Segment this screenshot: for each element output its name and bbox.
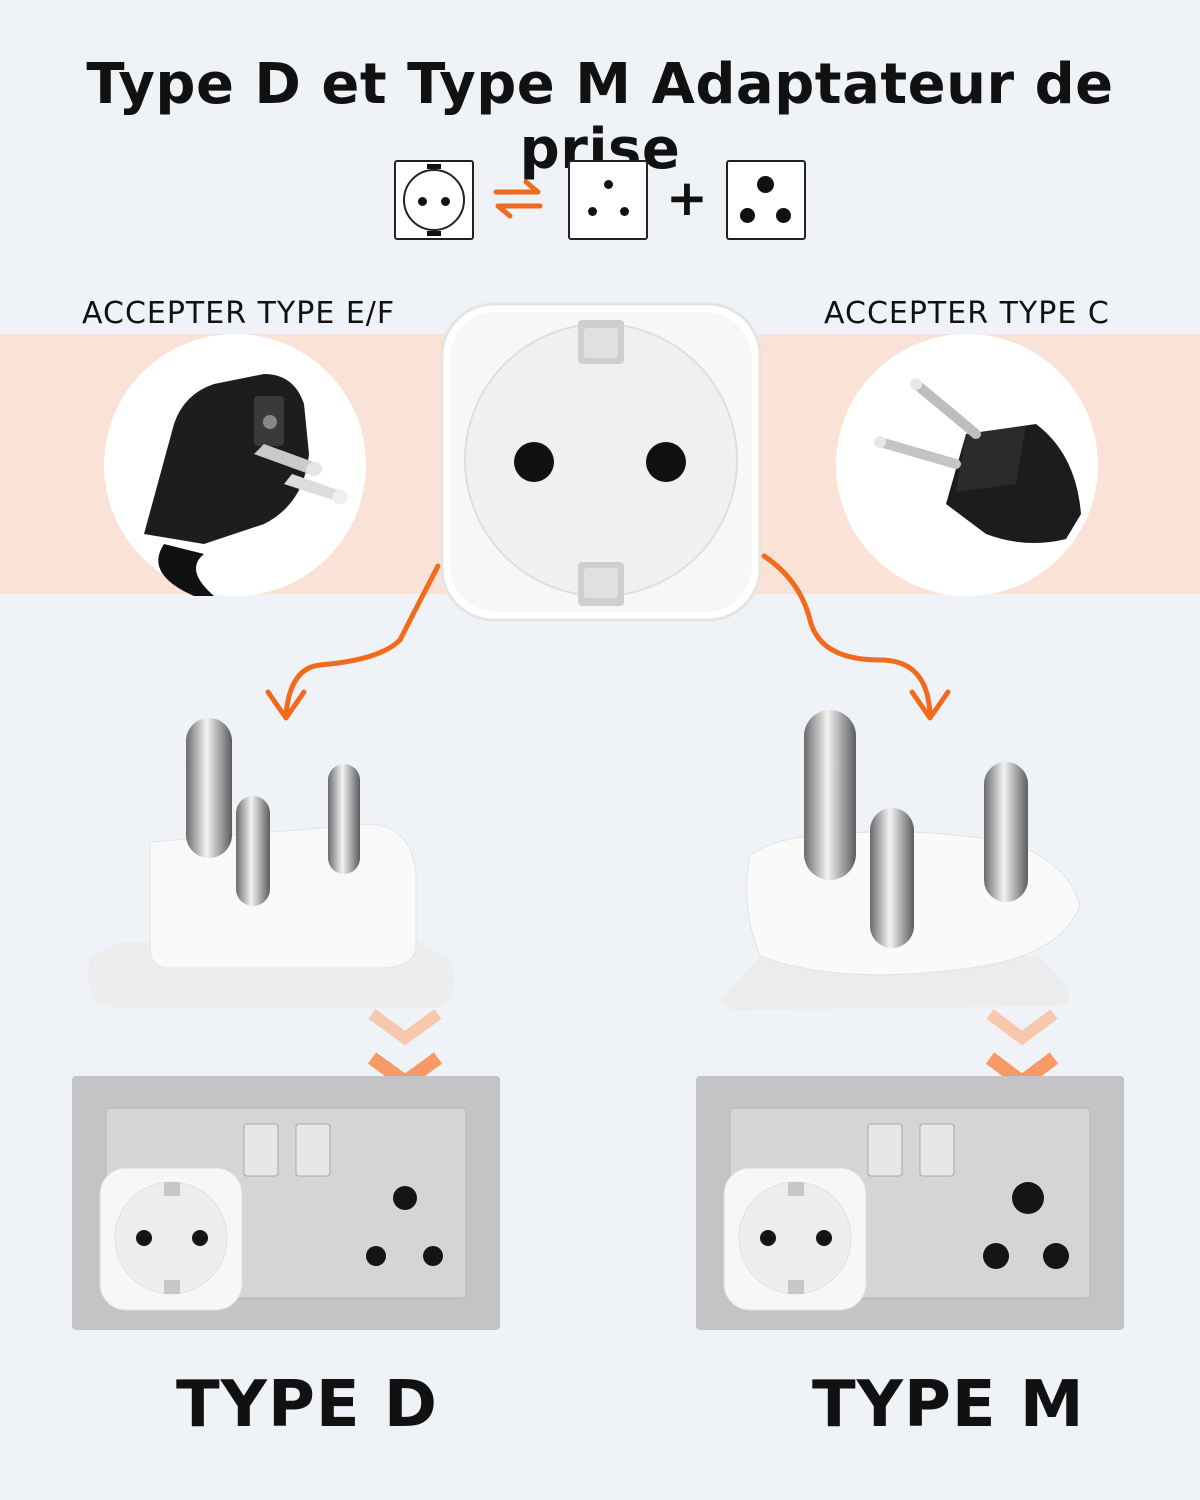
type-d-plug-icon xyxy=(88,718,454,1008)
type-m-socket-icon xyxy=(726,160,806,240)
europlug-image xyxy=(836,334,1098,596)
schuko-plug-image xyxy=(104,334,366,596)
page-title: Type D et Type M Adaptateur de prise xyxy=(86,52,1114,182)
compatibility-row: + xyxy=(0,160,1200,244)
type-d-socket-icon xyxy=(568,160,648,240)
accept-type-ef-label: ACCEPTER TYPE E/F xyxy=(82,296,396,331)
swap-arrows-icon xyxy=(493,179,543,219)
type-m-label: TYPE M xyxy=(812,1368,1085,1442)
type-m-plug-icon xyxy=(721,710,1080,1011)
schuko-plug-icon xyxy=(144,374,348,596)
type-d-label: TYPE D xyxy=(176,1368,439,1442)
type-m-wall-socket xyxy=(696,1076,1124,1330)
adapter-socket-face xyxy=(440,302,762,622)
schuko-socket-icon xyxy=(394,160,474,240)
plus-icon: + xyxy=(666,169,708,227)
type-d-wall-socket xyxy=(72,1076,500,1330)
accept-type-c-label: ACCEPTER TYPE C xyxy=(824,296,1110,331)
europlug-icon xyxy=(874,378,1081,543)
